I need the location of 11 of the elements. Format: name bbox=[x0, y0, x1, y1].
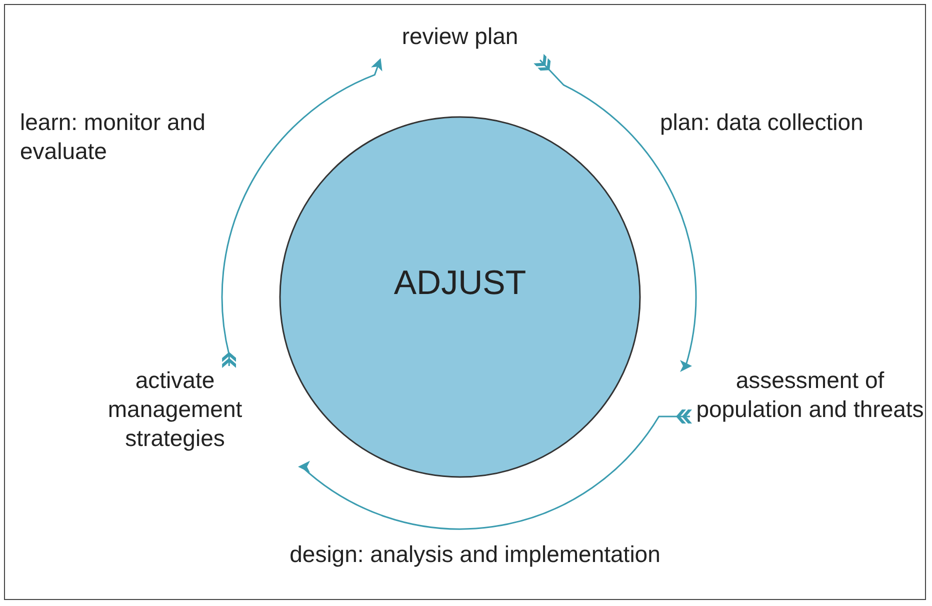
edge-label: plan: data collection bbox=[660, 108, 864, 137]
center-circle bbox=[279, 116, 641, 478]
edge-label: design: analysis and implementation bbox=[288, 540, 662, 569]
circle-label: ADJUST bbox=[392, 263, 528, 303]
step-label: assessment of population and threats bbox=[690, 366, 930, 426]
curved-arrow bbox=[534, 54, 697, 372]
step-label: review plan bbox=[380, 22, 540, 60]
curved-arrow bbox=[221, 58, 382, 368]
edge-label: learn: monitor and evaluate bbox=[20, 108, 206, 166]
curved-arrow bbox=[298, 410, 692, 530]
step-label: activate management strategies bbox=[95, 366, 300, 486]
